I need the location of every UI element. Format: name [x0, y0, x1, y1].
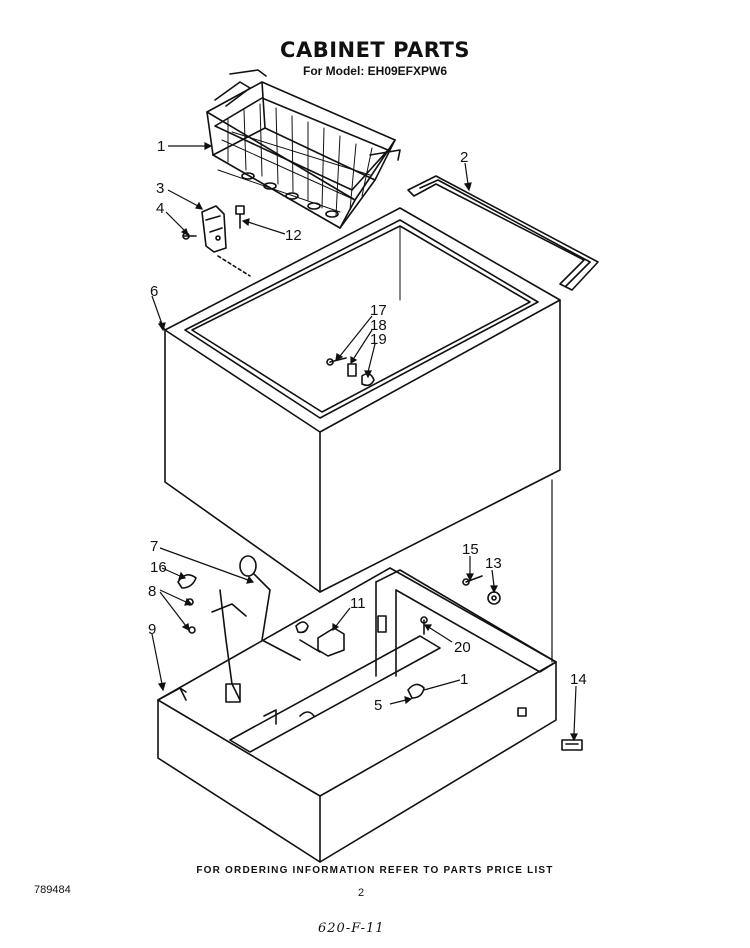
screws-and-washers [420, 575, 501, 635]
callout-9: 9 [148, 621, 156, 638]
callout-20: 20 [454, 639, 471, 656]
ordering-note: FOR ORDERING INFORMATION REFER TO PARTS … [196, 865, 554, 876]
callout-4: 4 [156, 200, 164, 217]
callout-5: 5 [374, 697, 382, 714]
leveling-foot [561, 739, 583, 751]
hinge-assembly [182, 205, 251, 277]
handwritten-note: 620-F-11 [318, 921, 385, 936]
callout-17: 17 [370, 302, 387, 319]
callout-19: 19 [370, 331, 387, 348]
upper-cabinet [159, 207, 561, 593]
callout-11: 11 [350, 595, 366, 612]
callout-1: 1 [157, 138, 165, 155]
lower-base [157, 567, 557, 863]
callout-13: 13 [485, 555, 502, 572]
callout-6: 6 [150, 283, 158, 300]
document-number: 789484 [34, 884, 71, 896]
callout-2: 2 [460, 149, 468, 166]
inner-fasteners [326, 357, 375, 387]
callout-14: 14 [570, 671, 587, 688]
callout-3: 3 [156, 180, 164, 197]
callout-12: 12 [285, 227, 302, 244]
model-subtitle: For Model: EH09EFXPW6 [302, 64, 448, 78]
gasket-strip [407, 175, 599, 291]
callout-base-1: 1 [460, 671, 468, 688]
page-title: CABINET PARTS [280, 38, 470, 62]
callout-16: 16 [150, 559, 167, 576]
wiring-harness [177, 555, 301, 703]
callout-15: 15 [462, 541, 479, 558]
wire-basket [206, 69, 401, 229]
page-number: 2 [358, 887, 365, 899]
callout-8: 8 [148, 583, 156, 600]
callout-7: 7 [150, 538, 158, 555]
callout-18: 18 [370, 317, 387, 334]
